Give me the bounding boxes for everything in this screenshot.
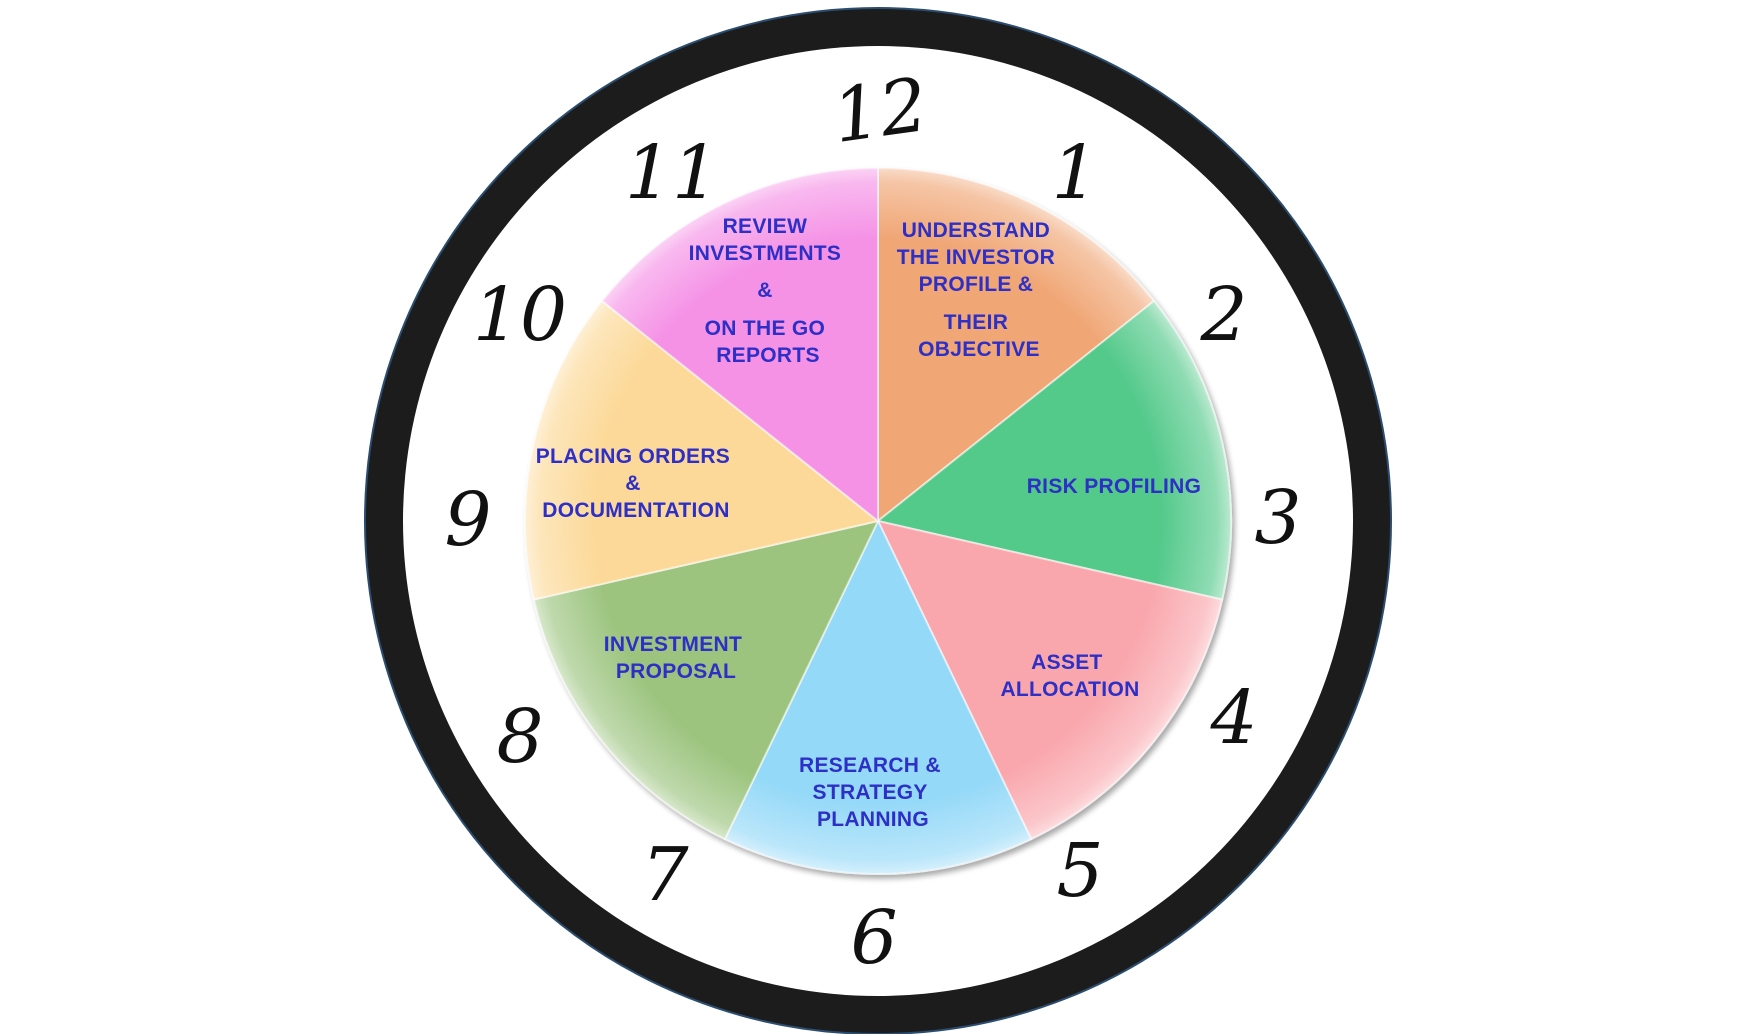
numeral-10: 10	[473, 272, 567, 358]
numeral-11: 11	[625, 130, 719, 216]
numeral-8: 8	[496, 694, 543, 780]
numeral-6: 6	[850, 895, 897, 981]
numeral-12: 12	[828, 62, 933, 160]
segment-label-understand-investor-profile: UNDERSTAND THE INVESTOR PROFILE & THEIR …	[897, 219, 1062, 361]
segment-label-risk-profiling: RISK PROFILING	[1027, 475, 1202, 498]
numeral-5: 5	[1056, 828, 1103, 914]
numeral-2: 2	[1199, 272, 1247, 358]
segment-label-research-strategy-planning: RESEARCH & STRATEGY PLANNING	[799, 754, 947, 831]
numeral-4: 4	[1209, 675, 1257, 761]
segment-label-asset-allocation: ASSET ALLOCATION	[1000, 651, 1139, 701]
clock-numerals: 12 1 2 3 4 5 6 7 8 9 10 11	[444, 62, 1301, 981]
numeral-3: 3	[1254, 475, 1301, 561]
segment-label-investment-proposal: INVESTMENT PROPOSAL	[604, 633, 748, 683]
segment-label-placing-orders-documentation: PLACING ORDERS & DOCUMENTATION	[536, 445, 737, 522]
numeral-7: 7	[641, 832, 688, 918]
segment-label-review-investments: REVIEW INVESTMENTS & ON THE GO REPORTS	[689, 215, 848, 367]
segment-labels: UNDERSTAND THE INVESTOR PROFILE & THEIR …	[536, 215, 1202, 831]
numeral-9: 9	[444, 477, 491, 563]
numeral-1: 1	[1051, 130, 1098, 216]
